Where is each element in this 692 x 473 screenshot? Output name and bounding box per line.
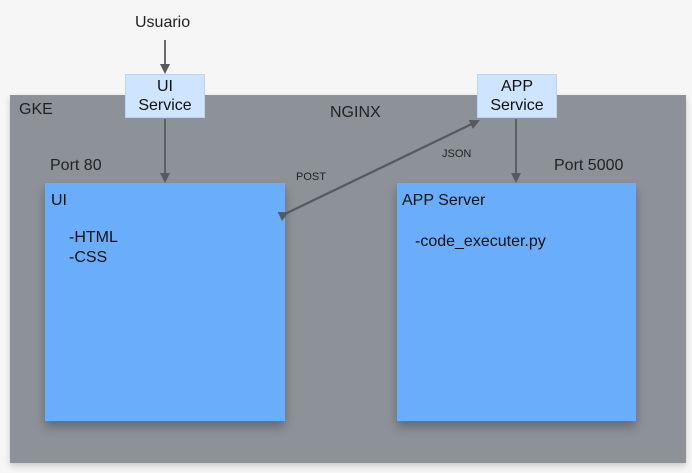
cluster-label: GKE: [19, 101, 53, 118]
ui-service-line2: Service: [138, 97, 192, 114]
json-label: JSON: [442, 148, 472, 160]
user-label: Usuario: [135, 14, 191, 31]
app-service-line2: Service: [490, 97, 544, 114]
app-port-label: Port 5000: [554, 157, 624, 174]
app-service-box: APP Service: [477, 74, 557, 118]
app-box-item-code: -code_executer.py: [415, 233, 546, 250]
ui-box-item-css: -CSS: [69, 249, 108, 266]
ui-service-box: UI Service: [125, 74, 205, 118]
ingress-label: NGINX: [330, 104, 381, 121]
ui-box-title: UI: [51, 192, 67, 209]
app-service-line1: APP: [500, 78, 533, 95]
app-server-box: APP Server -code_executer.py: [397, 183, 636, 421]
ui-box-item-html: -HTML: [69, 229, 118, 246]
app-box-title: APP Server: [402, 192, 486, 209]
ui-service-line1: UI: [157, 78, 173, 95]
ui-port-label: Port 80: [50, 157, 102, 174]
post-label: POST: [296, 171, 326, 183]
ui-component-box: UI -HTML -CSS: [45, 183, 285, 421]
